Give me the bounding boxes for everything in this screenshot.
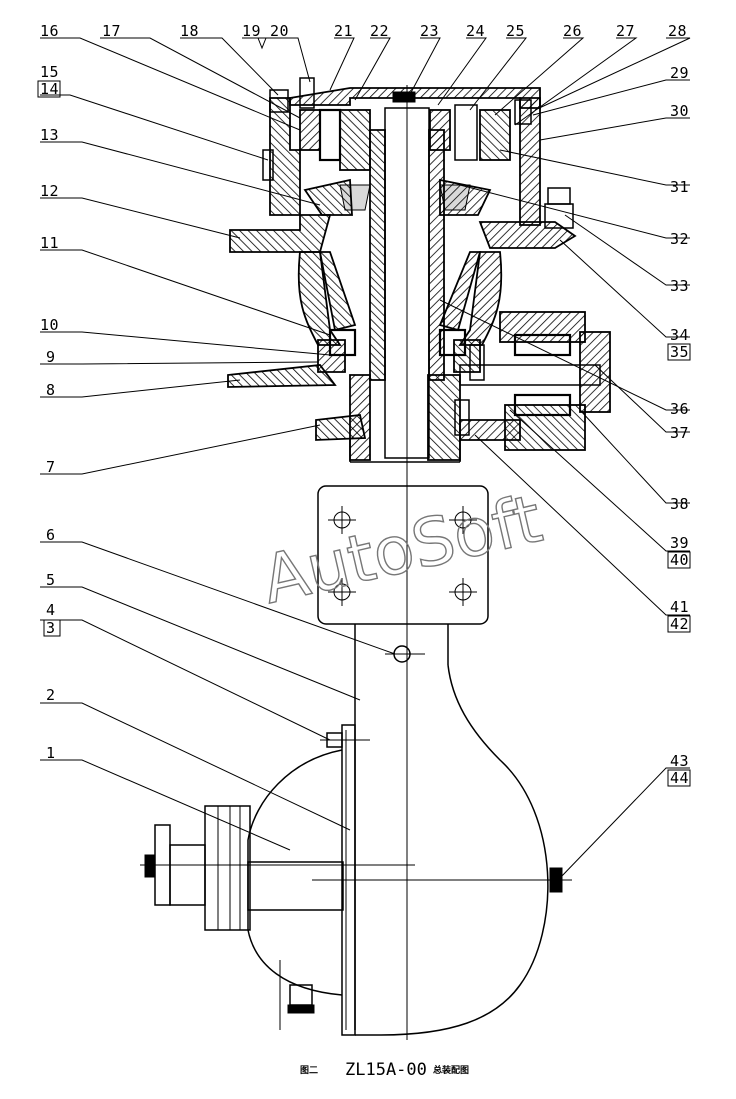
leader-lines <box>40 37 691 879</box>
part-label-6: 6 <box>46 526 56 544</box>
part-label-21: 21 <box>334 22 353 40</box>
part-label-38: 38 <box>670 495 689 513</box>
part-labels-left: 16 17 18 19 20 15 14 13 12 11 10 9 8 7 6… <box>37 22 289 762</box>
part-label-5: 5 <box>46 571 56 589</box>
part-label-44: 44 <box>670 769 689 787</box>
part-label-8: 8 <box>46 381 56 399</box>
part-label-4: 4 <box>46 601 56 619</box>
mount-hole-top-left <box>328 506 356 534</box>
part-label-35: 35 <box>670 343 689 361</box>
part-label-31: 31 <box>670 178 689 196</box>
part-label-23: 23 <box>420 22 439 40</box>
drawing-caption: 图二 ZL15A-00 总装配图 <box>300 1060 469 1080</box>
part-label-36: 36 <box>670 400 689 418</box>
lower-body <box>140 624 572 1036</box>
lower-cylinder <box>349 438 461 463</box>
upper-bearings <box>299 104 511 357</box>
part-label-14: 14 <box>40 80 59 98</box>
gearbox-housing <box>227 87 577 461</box>
part-labels-top: 21 22 23 24 25 26 27 28 <box>334 22 687 40</box>
caption-prefix: 图二 <box>300 1065 318 1076</box>
part-label-15: 15 <box>40 63 59 81</box>
part-label-33: 33 <box>670 277 689 295</box>
part-label-41: 41 <box>670 598 689 616</box>
mount-hole-bottom-left <box>328 578 356 606</box>
part-label-42: 42 <box>670 615 689 633</box>
part-label-25: 25 <box>506 22 525 40</box>
part-label-12: 12 <box>40 182 59 200</box>
mount-hole-bottom-right <box>449 578 477 606</box>
main-shaft <box>369 85 445 1040</box>
part-label-9: 9 <box>46 348 56 366</box>
part-label-40: 40 <box>670 551 689 569</box>
part-label-10: 10 <box>40 316 59 334</box>
part-label-16: 16 <box>40 22 59 40</box>
part-label-18: 18 <box>180 22 199 40</box>
part-label-17: 17 <box>102 22 121 40</box>
part-label-3: 3 <box>46 619 56 637</box>
part-label-22: 22 <box>370 22 389 40</box>
part-label-29: 29 <box>670 64 689 82</box>
part-label-7: 7 <box>46 458 56 476</box>
part-label-32: 32 <box>670 230 689 248</box>
part-label-30: 30 <box>670 102 689 120</box>
part-label-11: 11 <box>40 234 59 252</box>
watermark: AutoSoft <box>255 480 549 619</box>
caption-suffix: 总装配图 <box>433 1064 469 1076</box>
part-label-2: 2 <box>46 686 56 704</box>
part-label-39: 39 <box>670 534 689 552</box>
part-label-20: 20 <box>270 22 289 40</box>
mount-hole-top-right <box>449 506 477 534</box>
part-labels-right: 29 30 31 32 33 34 35 36 37 38 39 40 41 4… <box>667 64 691 787</box>
part-label-27: 27 <box>616 22 635 40</box>
part-label-28: 28 <box>668 22 687 40</box>
part-label-24: 24 <box>466 22 485 40</box>
part-label-34: 34 <box>670 326 689 344</box>
part-label-37: 37 <box>670 424 689 442</box>
part-label-43: 43 <box>670 752 689 770</box>
caption-code: ZL15A-00 <box>345 1060 427 1080</box>
part-label-26: 26 <box>563 22 582 40</box>
top-bolts <box>262 77 574 229</box>
part-label-13: 13 <box>40 126 59 144</box>
part-label-1: 1 <box>46 744 56 762</box>
mounting-plate <box>317 485 489 625</box>
part-label-19: 19 <box>242 22 261 40</box>
side-gear-assembly <box>454 311 611 451</box>
